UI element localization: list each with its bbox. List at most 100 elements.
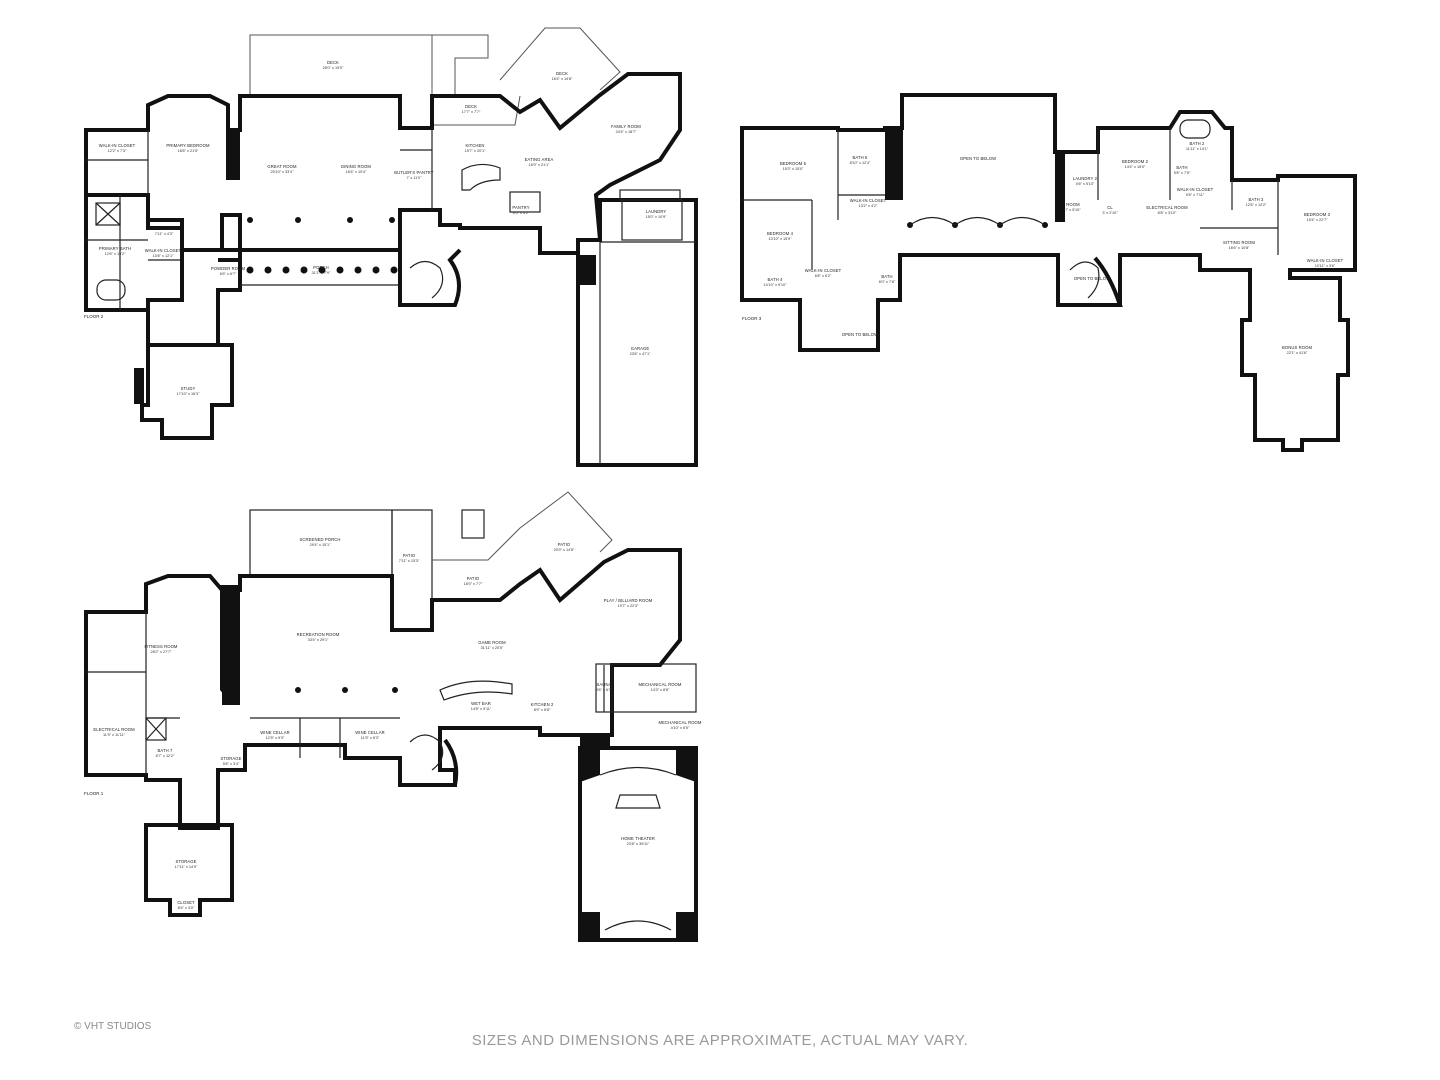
- room-name: PANTRY: [512, 205, 529, 210]
- room-dims: 28'2" x 27'7": [151, 650, 172, 654]
- room-name: OPEN TO BELOW: [842, 332, 878, 337]
- room-name: EATING AREA: [525, 157, 554, 162]
- room-name: RECREATION ROOM: [297, 632, 340, 637]
- room-dims: 11'9" x 11'11": [103, 733, 126, 737]
- room-name: OPEN TO BELOW: [960, 156, 996, 161]
- room-name: DECK: [327, 60, 339, 65]
- room-dims: 15'7" x 20'1": [465, 149, 486, 153]
- room-name: OPEN TO BELOW: [1074, 276, 1110, 281]
- room-dims: 8'10" x 12'4": [850, 161, 871, 165]
- room-dims: 8'6" x 6'1": [596, 688, 613, 692]
- room-dims: 17'11" x 14'9": [175, 865, 198, 869]
- room-name: BATH 4: [768, 277, 784, 282]
- room-name: FAMILY ROOM: [611, 124, 641, 129]
- room-name: PATIO: [558, 542, 571, 547]
- room-name: GREAT ROOM: [267, 164, 297, 169]
- room-name: PRIMARY BATH: [99, 246, 131, 251]
- room-name: CLOSET: [177, 900, 195, 905]
- room-name: PATIO: [467, 576, 480, 581]
- room-dims: 29'4" x 15'1": [310, 543, 331, 547]
- room-dims: 14'10" x 9'10": [764, 283, 788, 287]
- room-name: BATH 5: [853, 155, 869, 160]
- room-name: PATIO: [403, 553, 416, 558]
- room-dims: 8'9" x 6'8": [534, 708, 551, 712]
- room-dims: 12'6" x 12'2": [1246, 203, 1267, 207]
- room-name: BEDROOM 5: [780, 161, 807, 166]
- room-name: BEDROOM 2: [1122, 159, 1149, 164]
- room-name: GAME ROOM: [478, 640, 506, 645]
- room-dims: 16'4" x 14'8": [552, 77, 573, 81]
- room-dims: 4'6" x 5'10": [1076, 182, 1095, 186]
- floor-2-plan: [84, 27, 698, 467]
- room-dims: 16'9" x 21'1": [529, 163, 550, 167]
- room-dims: 12'2" x 7'3": [108, 149, 127, 153]
- room-name: PORCH: [313, 265, 329, 270]
- room-name: HOME THEATER: [621, 836, 655, 841]
- room-dims: 33'4" x 29'1": [308, 638, 329, 642]
- room-dims: 20'9" x 14'8": [554, 548, 575, 552]
- room-name: DECK: [556, 71, 568, 76]
- room-dims: 7' x 5'10": [1065, 208, 1081, 212]
- room-dims: 18'6" x 21'5": [178, 149, 199, 153]
- room-dims: 31'11" x 20'5": [481, 646, 504, 650]
- room-name: BATH 2: [1190, 141, 1206, 146]
- room-dims: 22'1" x 41'6": [1287, 351, 1308, 355]
- room-name: BUTLER'S PANTRY: [394, 170, 433, 175]
- room-name: BATH: [881, 274, 892, 279]
- room-name: MECHANICAL ROOM: [659, 720, 702, 725]
- room-name: LAUNDRY: [646, 209, 667, 214]
- room-dims: 15'0" x 10'9": [646, 215, 667, 219]
- room-name: WET BAR: [471, 701, 491, 706]
- room-dims: 16'4" x 10'4": [346, 170, 367, 174]
- floor-1-plan: [84, 491, 698, 942]
- room-name: SAUNA: [597, 682, 612, 687]
- floor-1-label: FLOOR 1: [84, 791, 104, 796]
- room-dims: 3' x 2'10": [1102, 211, 1118, 215]
- room-name: BEDROOM 4: [767, 231, 794, 236]
- room-dims: 16'6" x 10'8": [1229, 246, 1250, 250]
- floor-2-label: FLOOR 2: [84, 314, 104, 319]
- room-dims: 7'11" x 15'3": [399, 559, 420, 563]
- room-name: CL: [1107, 205, 1113, 210]
- room-name: KITCHEN: [465, 143, 484, 148]
- room-dims: 23'8" x 39'11": [627, 842, 650, 846]
- room-dims: 19'7" x 22'3": [618, 604, 639, 608]
- room-name: DECK: [465, 104, 477, 109]
- room-dims: 13'2" x 4'2": [859, 204, 878, 208]
- room-name: MECHANICAL ROOM: [639, 682, 682, 687]
- copyright-text: © VHT STUDIOS: [74, 1021, 152, 1032]
- room-name: POWDER ROOM: [211, 266, 246, 271]
- room-name: WINE CELLAR: [355, 730, 385, 735]
- room-dims: 8'8" x 3'10": [1158, 211, 1177, 215]
- room-name: GARAGE: [631, 346, 650, 351]
- room-dims: 11'11" x 14'1": [1186, 147, 1209, 151]
- room-name: WALK-IN CLOSET: [850, 198, 887, 203]
- room-dims: 5'8" x 7'5": [1174, 171, 1191, 175]
- room-dims: 31'1" x 7'9": [312, 271, 331, 275]
- room-dims: 8'4" x 3'0": [178, 906, 195, 910]
- room-name: WATER CLOSET: [147, 226, 181, 231]
- room-dims: 17'10" x 16'3": [177, 392, 201, 396]
- room-name: ELECTRICAL ROOM: [93, 727, 135, 732]
- room-dims: 14'3" x 8'8": [651, 688, 670, 692]
- room-dims: 15'4" x 22'7": [1307, 218, 1328, 222]
- room-dims: 6'8" x 6'2": [815, 274, 832, 278]
- room-name: ELECTRICAL ROOM: [1146, 205, 1188, 210]
- room-name: BATH 7: [158, 748, 174, 753]
- room-dims: 17'7" x 7'7": [462, 110, 481, 114]
- room-dims: 10'8" x 12'1": [153, 254, 174, 258]
- room-dims: 4'10" x 6'5": [671, 726, 690, 730]
- room-name: WALK-IN CLOSET: [1177, 187, 1214, 192]
- room-name: BATH: [1176, 165, 1187, 170]
- room-dims: 15'3" x 15'0": [783, 167, 804, 171]
- room-name: LAUNDRY 2: [1073, 176, 1098, 181]
- room-dims: 10'11" x 3'6": [1315, 264, 1336, 268]
- room-dims: 9'6" x 7'11": [1186, 193, 1205, 197]
- room-dims: 25'10" x 33'4": [271, 170, 295, 174]
- room-dims: 23'6" x 47'1": [630, 352, 651, 356]
- room-name: BEDROOM 3: [1304, 212, 1331, 217]
- room-dims: 11'5" x 8'3": [361, 736, 380, 740]
- room-dims: 12'5" x 9'3": [266, 736, 285, 740]
- room-dims: 8'7" x 12'2": [156, 754, 175, 758]
- room-name: STORAGE: [175, 859, 196, 864]
